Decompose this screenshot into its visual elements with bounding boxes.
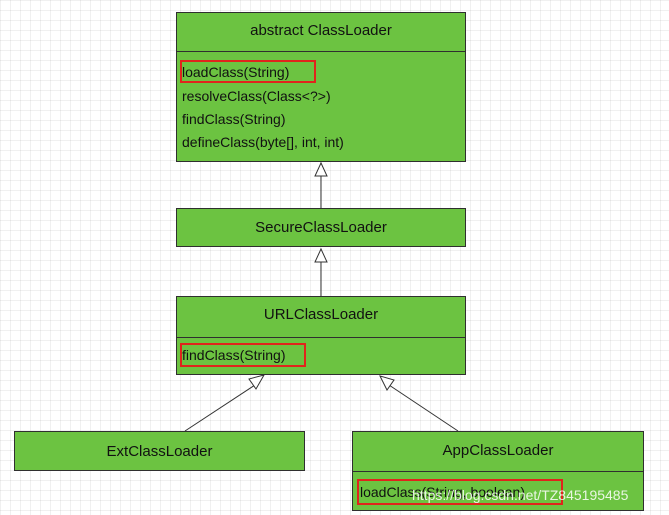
- class-name: URLClassLoader: [263, 306, 379, 323]
- inheritance-arrowhead: [248, 374, 266, 390]
- class-box-secureclassloader: SecureClassLoader: [176, 208, 466, 247]
- edge-app-to-url: [388, 384, 459, 432]
- class-name: abstract ClassLoader: [250, 22, 392, 39]
- highlight-box: [180, 60, 316, 83]
- class-box-urlclassloader: URLClassLoader findClass(String): [176, 296, 466, 375]
- method-findclass: findClass(String): [182, 347, 286, 363]
- inheritance-arrowhead: [379, 375, 395, 391]
- method-loadclass: loadClass(String): [182, 64, 290, 80]
- watermark-text: https://blog.csdn.net/TZ845195485: [412, 487, 629, 503]
- inheritance-arrowhead: [314, 247, 328, 263]
- method-resolveclass: resolveClass(Class<?>): [182, 88, 331, 104]
- method-defineclass: defineClass(byte[], int, int): [182, 134, 344, 150]
- class-divider: [177, 51, 465, 52]
- highlight-box: [180, 343, 306, 367]
- method-findclass: findClass(String): [182, 111, 286, 127]
- inheritance-arrowhead: [314, 161, 328, 177]
- class-divider: [177, 337, 465, 338]
- edge-ext-to-url: [184, 382, 259, 432]
- class-name: SecureClassLoader: [255, 219, 387, 236]
- class-name: ExtClassLoader: [106, 443, 213, 460]
- class-box-classloader: abstract ClassLoader loadClass(String) r…: [176, 12, 466, 162]
- class-box-appclassloader: AppClassLoader loadClass(String, boolean…: [352, 431, 644, 511]
- class-divider: [353, 471, 643, 472]
- method-loadclass-boolean: loadClass(String, boolean): [360, 484, 525, 500]
- highlight-box: [357, 479, 563, 505]
- class-box-extclassloader: ExtClassLoader: [14, 431, 305, 471]
- class-name: AppClassLoader: [442, 442, 554, 459]
